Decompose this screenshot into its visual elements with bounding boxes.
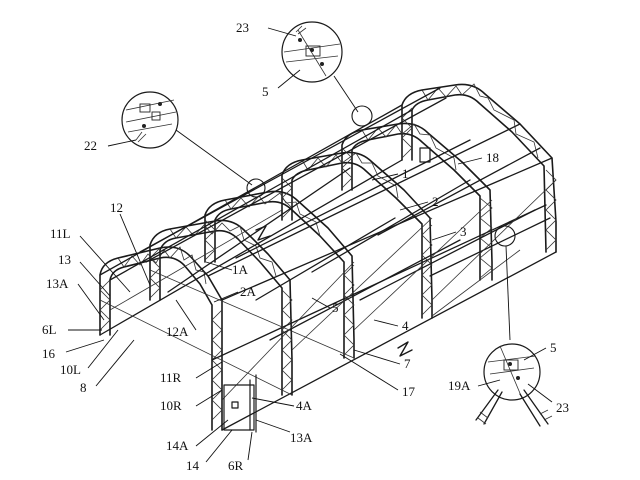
label-12A: 12A: [166, 324, 189, 339]
label-11L: 11L: [50, 226, 71, 241]
detail-marker-top: [351, 105, 373, 127]
door-panel: [223, 384, 255, 431]
door-latch: [231, 401, 239, 409]
label-5-top: 5: [262, 84, 269, 99]
label-1: 1: [402, 166, 409, 181]
arch-front-outer: [99, 246, 223, 431]
detail-circle-top: [281, 21, 343, 83]
arch-5-inner: [351, 132, 481, 281]
label-2: 2: [432, 194, 439, 209]
label-5-right: 5: [550, 340, 557, 355]
label-4A: 4A: [296, 398, 313, 413]
label-11R: 11R: [160, 370, 182, 385]
label-16: 16: [42, 346, 56, 361]
label-3: 3: [460, 224, 467, 239]
break-marks: [255, 225, 413, 357]
arch-3-outer: [204, 190, 355, 359]
label-10R: 10R: [160, 398, 182, 413]
label-1A: 1A: [232, 262, 249, 277]
detail-circle-bottom-right: [475, 343, 553, 427]
label-22: 22: [84, 138, 97, 153]
detail-marker-22: [246, 178, 266, 198]
detail-circle-22: [121, 91, 179, 149]
label-14: 14: [186, 458, 200, 473]
label-5-mid: 5: [332, 300, 339, 315]
label-12: 12: [110, 200, 123, 215]
label-6R: 6R: [228, 458, 244, 473]
leader-lines: [65, 27, 553, 463]
label-2A: 2A: [240, 284, 257, 299]
arch-back-outer: [401, 83, 557, 253]
label-23-top: 23: [236, 20, 249, 35]
label-6L: 6L: [42, 322, 57, 337]
label-10L: 10L: [60, 362, 81, 377]
label-7: 7: [404, 356, 411, 371]
rear-door-panel: [419, 147, 431, 163]
label-13A-bottom: 13A: [290, 430, 313, 445]
door-assembly: [223, 147, 431, 433]
label-23-right: 23: [556, 400, 569, 415]
label-17: 17: [402, 384, 416, 399]
diagonal-cables: [99, 179, 557, 401]
label-4: 4: [402, 318, 409, 333]
part-labels: 23 5 22 18 1 2 3 12 11L 13 13A 6L 16 10L…: [42, 20, 569, 473]
label-18: 18: [486, 150, 499, 165]
label-8: 8: [80, 380, 87, 395]
arch-back-inner: [411, 93, 547, 253]
label-13A-left: 13A: [46, 276, 69, 291]
label-19A: 19A: [448, 378, 471, 393]
label-14A: 14A: [166, 438, 189, 453]
label-13: 13: [58, 252, 71, 267]
detail-marker-right: [494, 225, 516, 247]
